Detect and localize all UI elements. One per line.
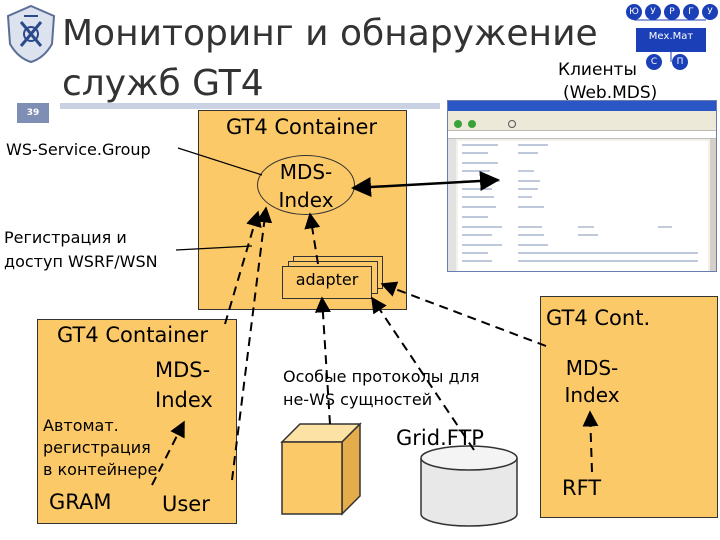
browser-menu-bar (448, 111, 716, 118)
browser-left-panel (448, 139, 456, 271)
faculty-logo (622, 4, 718, 76)
rft-label: RFT (562, 476, 602, 500)
ws-service-group-label: WS-Service.Group (6, 140, 151, 159)
gridftp-cylinder (420, 445, 518, 527)
clients-label-line2: (Web.MDS) (563, 83, 658, 103)
browser-scrollbar (710, 139, 716, 271)
browser-back-icon (454, 120, 462, 128)
logo-letter-3: Р (664, 4, 680, 20)
adapter-label: adapter (295, 270, 359, 289)
left-container-title: GT4 Container (57, 323, 209, 347)
left-mds-index-line1: MDS- (155, 358, 211, 382)
dashed-user-to-left-mds (151, 420, 185, 486)
slide-title-line2: служб GT4 (62, 63, 264, 104)
page-number: 39 (26, 108, 40, 118)
browser-content (458, 141, 708, 271)
dashed-cube-to-adapter (314, 296, 331, 425)
registration-label-line2: доступ WSRF/WSN (4, 252, 158, 271)
browser-address-bar (448, 131, 716, 139)
registration-label-line1: Регистрация и (4, 228, 127, 247)
dashed-left-mds-to-main (224, 210, 262, 325)
auto-registration-line3: в контейнере (43, 460, 158, 479)
logo-letters-top: Ю У Р Г У (626, 4, 718, 20)
page-number-badge: 39 (17, 103, 49, 123)
dashed-right-to-adapter (380, 281, 547, 347)
main-container-title: GT4 Container (226, 115, 378, 139)
right-mds-index-line1: MDS- (565, 356, 619, 380)
ws-service-group-pointer (177, 147, 263, 176)
mds-to-clients-arrow (351, 171, 500, 197)
dashed-left-to-main-mds (231, 206, 273, 481)
clients-label-line1: Клиенты (558, 60, 637, 80)
right-gt4-container (540, 296, 718, 518)
registration-pointer (175, 245, 253, 251)
left-mds-index-line2: Index (155, 388, 213, 412)
faculty-logo-graphic (634, 19, 706, 62)
logo-letter-5: У (702, 4, 718, 20)
main-mds-index-line2: Index (278, 188, 334, 212)
special-protocols-line2: не-WS сущностей (283, 390, 433, 409)
webmds-browser-window (447, 100, 717, 272)
user-label: User (162, 492, 210, 516)
slide-title-line1: Мониторинг и обнаружение (62, 13, 598, 54)
non-ws-entity-cube (280, 422, 362, 516)
dashed-adapter-to-mds (304, 212, 321, 265)
dashed-gridftp-to-adapter (371, 296, 475, 451)
main-mds-index-line1: MDS- (279, 160, 333, 184)
browser-toolbar (448, 118, 716, 131)
gram-label: GRAM (49, 490, 112, 514)
auto-registration-line2: регистрация (43, 438, 151, 457)
logo-letter-7: П (672, 54, 688, 70)
university-emblem (4, 4, 58, 64)
logo-letter-4: Г (683, 4, 699, 20)
logo-letter-2: У (645, 4, 661, 20)
left-gt4-container (37, 319, 237, 524)
logo-label: Мех.Мат (648, 31, 694, 42)
browser-forward-icon (468, 120, 476, 128)
right-mds-index-line2: Index (564, 383, 620, 407)
header-stripe (60, 103, 440, 109)
logo-letter-6: С (646, 54, 662, 70)
browser-search-icon (508, 120, 516, 128)
logo-letter-1: Ю (626, 4, 642, 20)
special-protocols-line1: Особые протоколы для (283, 367, 480, 386)
browser-title-bar (448, 101, 716, 111)
right-container-title: GT4 Cont. (546, 306, 651, 330)
auto-registration-line1: Автомат. (43, 416, 119, 435)
dashed-rft-to-mds (582, 410, 599, 473)
